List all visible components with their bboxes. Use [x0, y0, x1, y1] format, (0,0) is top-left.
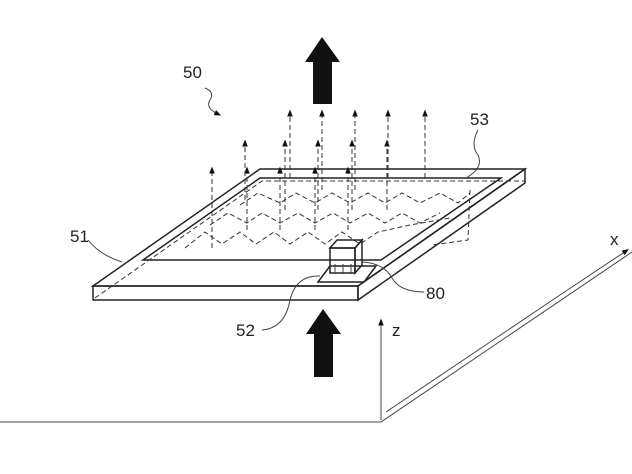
svg-text:80: 80 [426, 284, 445, 303]
label-51: 51 [70, 227, 123, 263]
label-80: 80 [361, 261, 445, 303]
ground-lines [0, 251, 632, 423]
svg-text:52: 52 [236, 321, 255, 340]
svg-text:51: 51 [70, 227, 89, 246]
x-axis-label: x [610, 230, 619, 249]
emitted-rays [209, 109, 428, 248]
svg-text:53: 53 [470, 110, 489, 129]
output-light-arrow [305, 37, 340, 104]
input-light-arrow [306, 309, 341, 377]
light-guide-plate [90, 167, 528, 302]
z-axis-label: z [392, 321, 401, 340]
label-50: 50 [183, 63, 222, 116]
z-axis: z [378, 318, 401, 420]
svg-text:50: 50 [183, 63, 202, 82]
light-source [316, 238, 378, 283]
label-52: 52 [236, 275, 321, 340]
label-53: 53 [465, 110, 489, 179]
x-axis: x [559, 230, 629, 296]
